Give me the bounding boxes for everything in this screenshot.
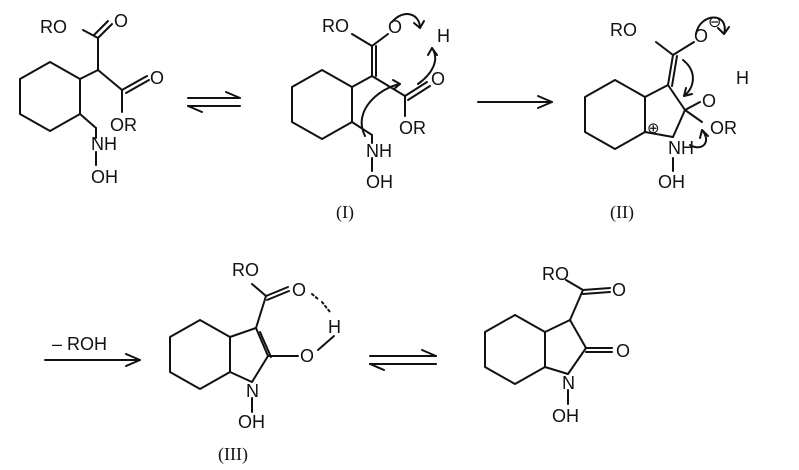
elimination-step: – ROH — [44, 334, 141, 367]
o-label: O — [300, 346, 314, 366]
h-label: H — [736, 68, 749, 88]
compound-final: RO O O N OH — [484, 264, 630, 426]
nh-label: NH — [366, 141, 392, 161]
compound-label: (I) — [336, 202, 354, 223]
ester-o-label: O — [612, 280, 626, 300]
reagent-label: – ROH — [52, 334, 107, 354]
plus-charge: ⊕ — [647, 120, 660, 137]
carbonyl-o-label: O — [431, 69, 445, 89]
o-label: O — [388, 17, 402, 37]
oh-label: OH — [552, 406, 579, 426]
equilibrium-arrow — [187, 91, 241, 113]
oh-label: OH — [91, 167, 118, 187]
or-label: OR — [399, 118, 426, 138]
bonds — [79, 20, 150, 166]
compound-II: RO O ⊖ H O OR ⊕ NH OH (II) — [584, 14, 749, 223]
compound-label: (II) — [610, 202, 634, 223]
reaction-arrow — [44, 353, 141, 367]
benzene-ring — [584, 79, 646, 150]
ro-label: RO — [40, 17, 67, 37]
benzene-ring — [291, 69, 353, 140]
bonds — [351, 13, 438, 172]
oh-label: OH — [658, 172, 685, 192]
bonds — [544, 279, 613, 405]
compound-label: (III) — [218, 444, 248, 465]
minus-charge: ⊖ — [708, 14, 721, 31]
benzene-ring — [169, 319, 231, 390]
n-label: N — [562, 373, 575, 393]
compound-start: RO O O OR NH OH — [19, 11, 164, 187]
ro-label: RO — [232, 260, 259, 280]
or-label: OR — [110, 115, 137, 135]
compound-III: RO O H O N OH (III) — [169, 260, 341, 465]
nh-label: NH — [91, 134, 117, 154]
h-label: H — [328, 317, 341, 337]
nh-label: NH — [668, 138, 694, 158]
ro-label: RO — [322, 16, 349, 36]
carbonyl-o-label: O — [114, 11, 128, 31]
bonds — [229, 283, 335, 413]
ro-label: RO — [610, 20, 637, 40]
carbonyl-o-label: O — [292, 280, 306, 300]
carbonyl-o-label: O — [150, 68, 164, 88]
ro-label: RO — [542, 264, 569, 284]
keto-o-label: O — [616, 341, 630, 361]
o-label: O — [694, 26, 708, 46]
n-label: N — [246, 381, 259, 401]
h-label: H — [437, 26, 450, 46]
benzene-ring — [484, 314, 546, 385]
equilibrium-arrow — [369, 349, 437, 371]
bonds — [644, 16, 730, 172]
o-label: O — [702, 91, 716, 111]
reaction-arrow — [477, 95, 553, 109]
or-label: OR — [710, 118, 737, 138]
compound-I: RO O H O OR NH OH (I) — [291, 13, 450, 223]
benzene-ring — [19, 61, 81, 132]
oh-label: OH — [238, 412, 265, 432]
oh-label: OH — [366, 172, 393, 192]
